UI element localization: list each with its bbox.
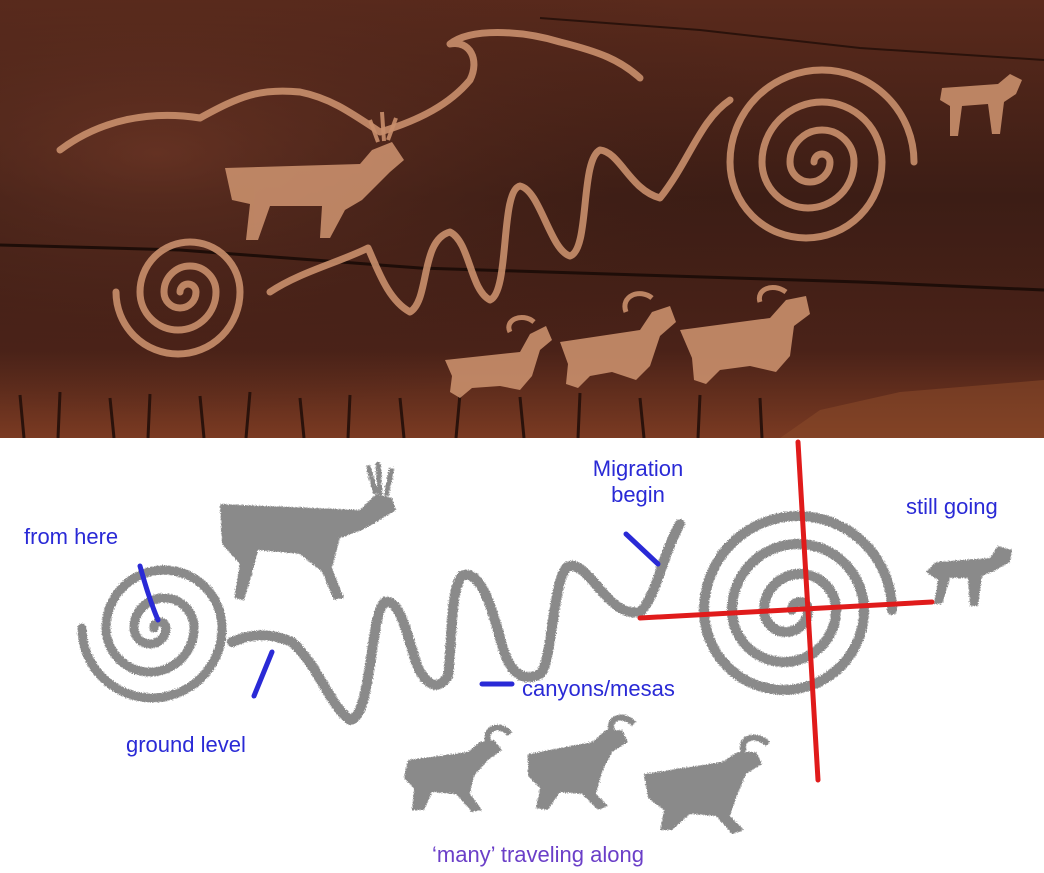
label-migration-line1: Migration [578,456,698,482]
label-canyons-mesas: canyons/mesas [522,676,675,702]
label-many-traveling: ‘many’ traveling along [432,842,644,868]
label-ground-level: ground level [126,732,246,758]
diagram-sheep-1 [404,740,502,812]
label-from-here: from here [24,524,118,550]
annotated-diagram: from here ground level canyons/mesas Mig… [0,438,1044,873]
diagram-sheep-3 [644,752,762,834]
label-migration-line2: begin [578,482,698,508]
diagram-still-going-animal [926,546,1012,606]
diagram-deer [220,494,396,600]
leader-migration [626,534,658,564]
label-still-going: still going [906,494,998,520]
leader-ground-level [254,652,272,696]
petroglyph-photo [0,0,1044,438]
diagram-right-spiral [704,516,892,690]
diagram-left-spiral [82,570,222,698]
label-migration-begin: Migration begin [578,456,698,508]
diagram-sheep-2 [528,730,628,810]
